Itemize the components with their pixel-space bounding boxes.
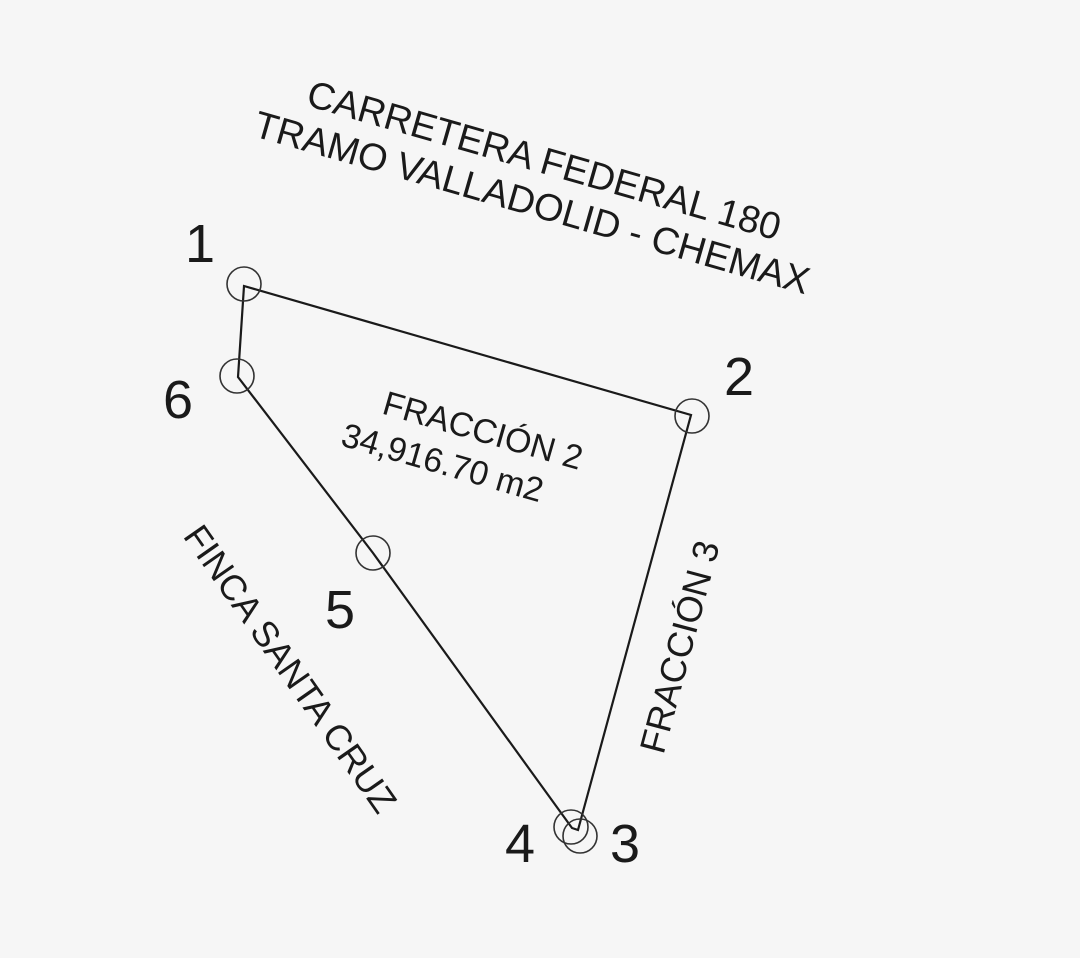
vertex-label-2: 2 bbox=[724, 347, 754, 407]
vertex-label-3: 3 bbox=[610, 814, 640, 874]
vertex-label-5: 5 bbox=[325, 580, 355, 640]
parcel-boundary bbox=[236, 284, 693, 832]
vertex-marker-5 bbox=[355, 535, 391, 571]
vertex-marker-6 bbox=[219, 358, 255, 394]
vertex-marker-1 bbox=[226, 266, 262, 302]
vertex-label-4: 4 bbox=[505, 814, 535, 874]
vertex-label-1: 1 bbox=[185, 214, 215, 274]
vertex-marker-4 bbox=[553, 809, 589, 845]
vertex-marker-2 bbox=[674, 398, 710, 434]
vertex-marker-3 bbox=[562, 818, 598, 854]
vertex-label-6: 6 bbox=[163, 370, 193, 430]
